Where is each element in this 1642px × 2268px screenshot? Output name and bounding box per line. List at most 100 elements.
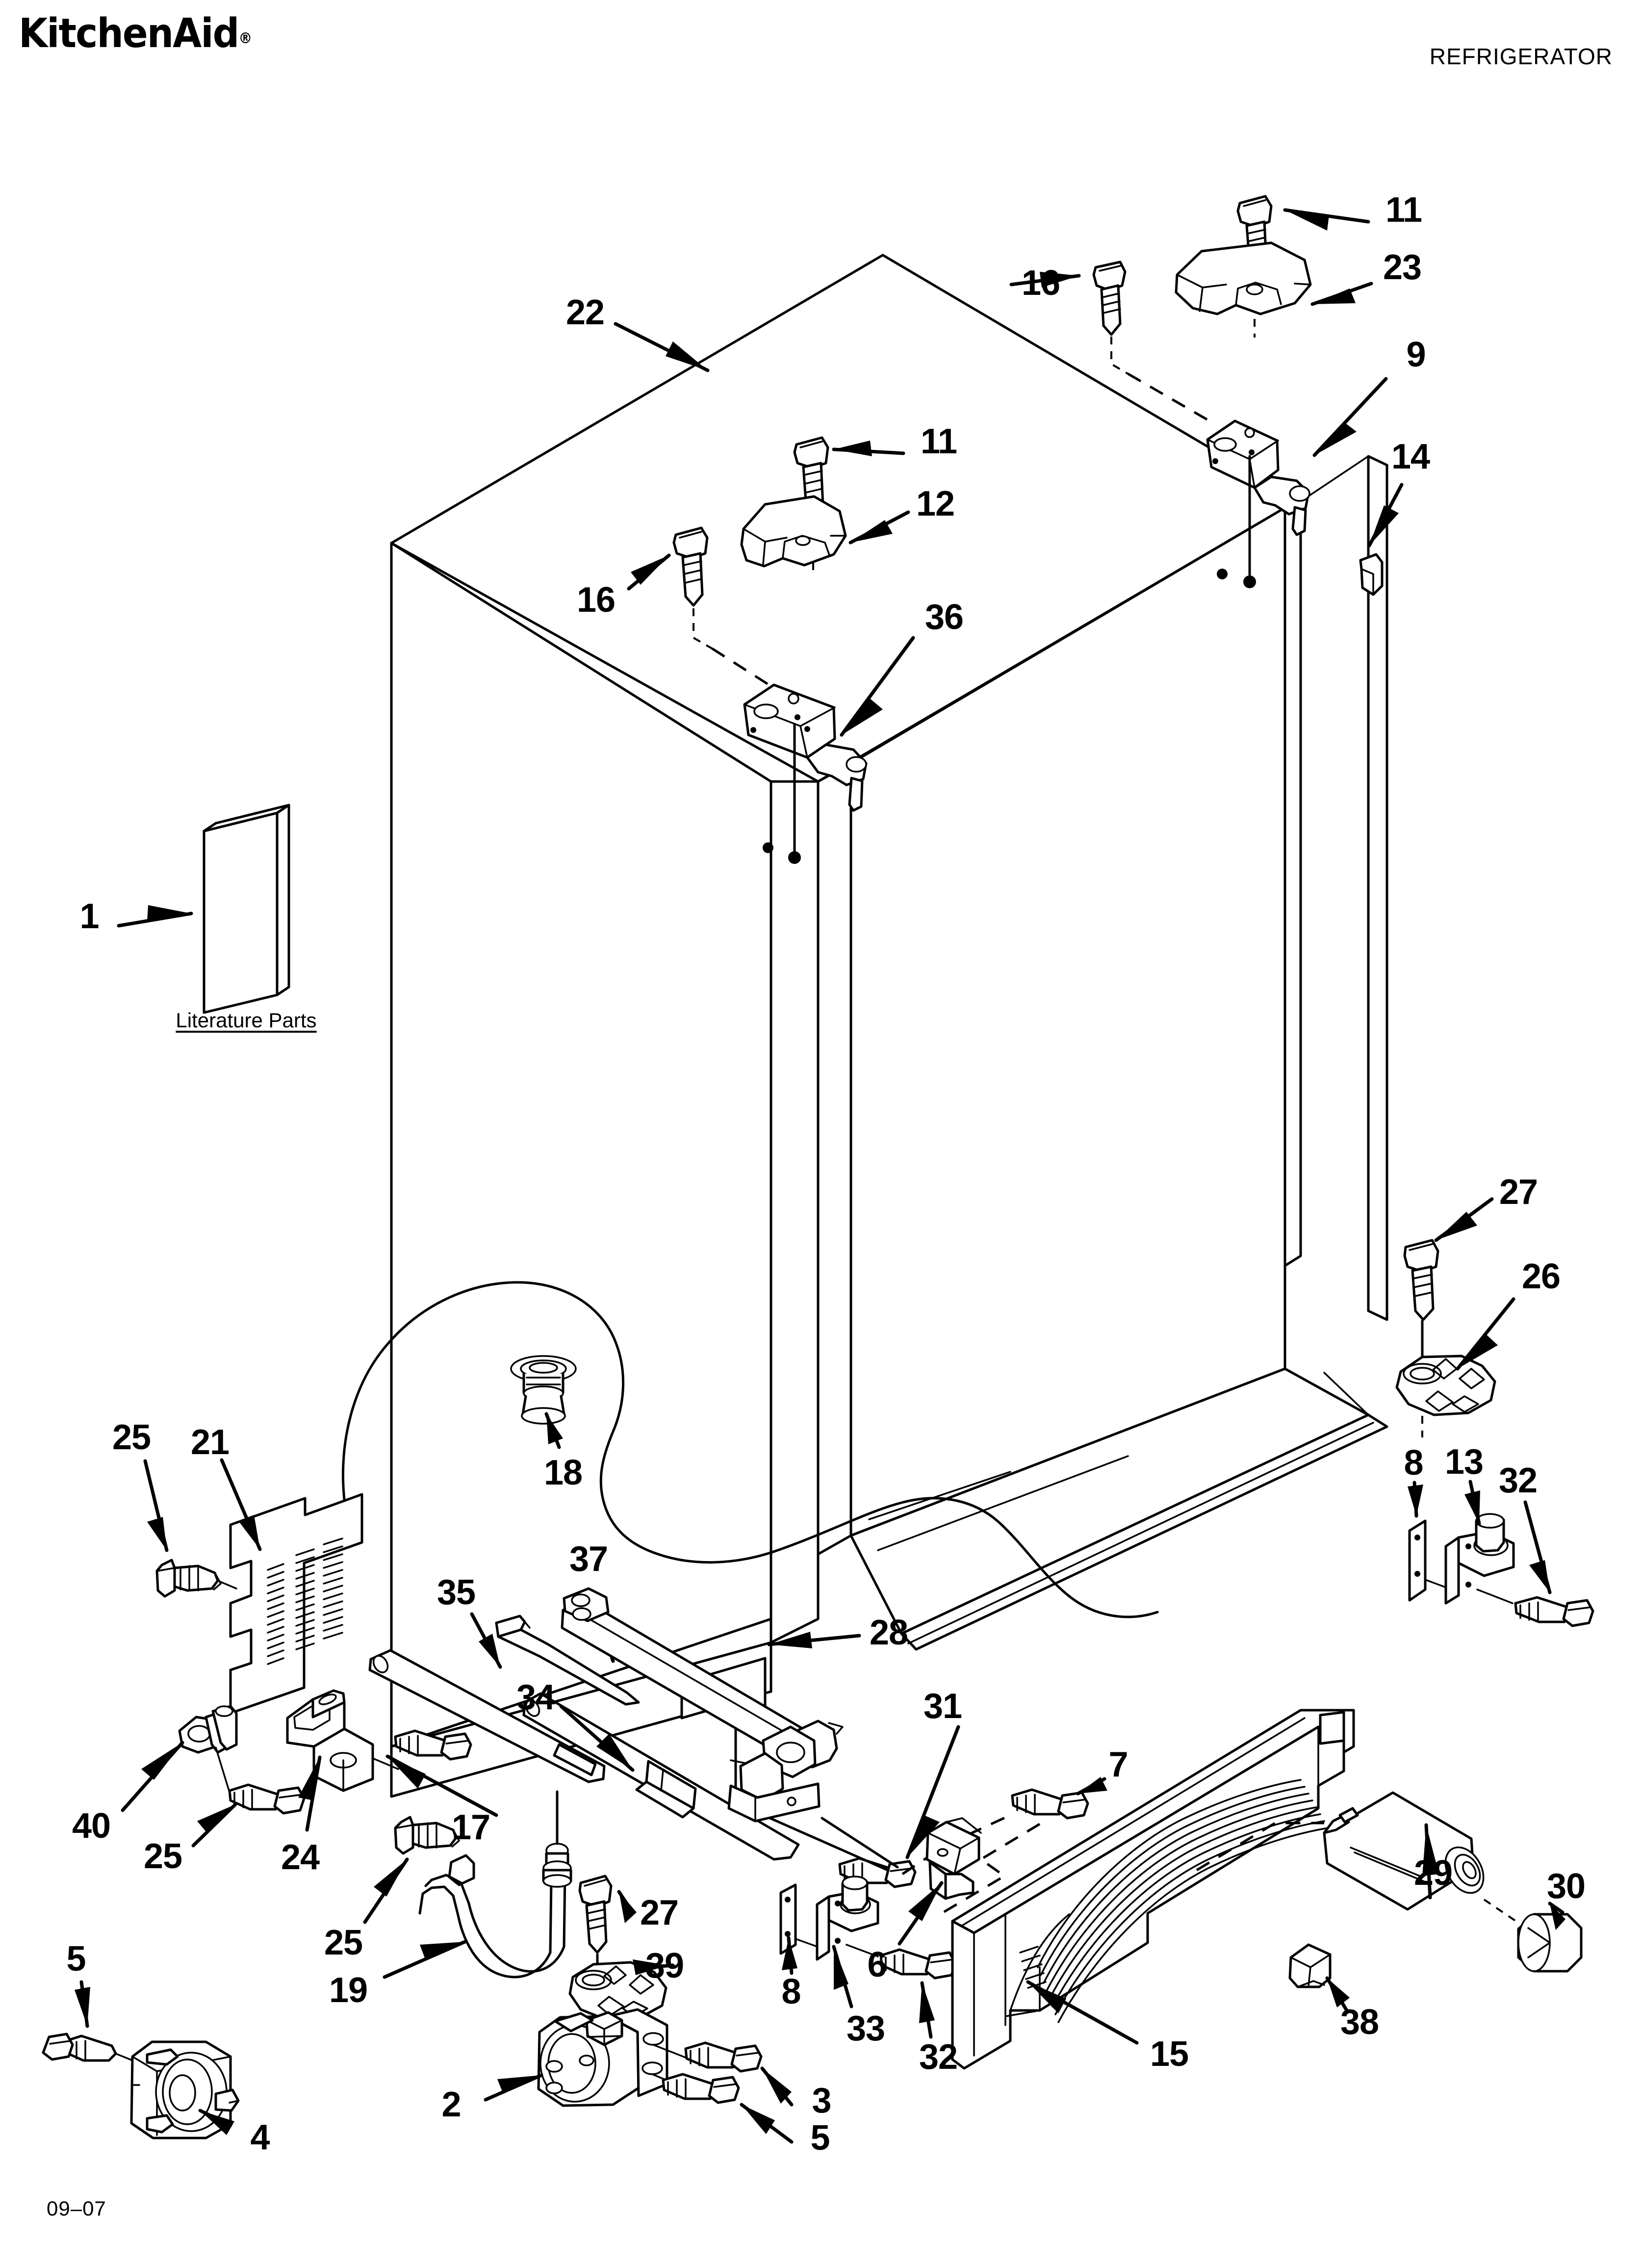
leader-31 <box>905 1725 960 1859</box>
callout-number-32: 32 <box>919 2037 958 2077</box>
part-32-screw-right <box>1514 1596 1594 1627</box>
leader-26 <box>1456 1297 1515 1371</box>
part-30-filter-cap <box>1517 1913 1583 1973</box>
part-16-screw-mid <box>672 526 709 607</box>
leader-27-bottom <box>617 1890 637 1923</box>
leader-18 <box>544 1412 563 1449</box>
assembly-route-b <box>941 1823 1041 1915</box>
callout-number-15: 15 <box>1150 2034 1189 2074</box>
registered-mark-icon: ® <box>238 30 252 47</box>
part-28-drain-trough <box>561 1587 844 1823</box>
assembly-axis-30 <box>1483 1899 1518 1923</box>
page-title: REFRIGERATOR <box>1429 44 1613 69</box>
leader-24 <box>298 1755 322 1832</box>
leader-19 <box>383 1940 467 1979</box>
part-25-screw-cover <box>155 1559 237 1598</box>
callout-number-28: 28 <box>869 1613 908 1652</box>
assembly-axis-31 <box>769 1817 889 1872</box>
callout-number-8: 8 <box>1404 1443 1423 1483</box>
part-32-screw-bottom <box>879 1948 957 1980</box>
leader-14 <box>1367 483 1404 547</box>
assembly-route-filter <box>1196 1822 1324 1872</box>
leader-11-mid <box>832 441 905 456</box>
leader-33 <box>832 1945 853 2008</box>
callout-number-16: 16 <box>576 580 616 620</box>
leader-32-right <box>1523 1500 1552 1594</box>
part-26-roller-bracket <box>1395 1355 1496 1416</box>
part-40-leveling-foot-bracket <box>178 1705 238 1754</box>
leader-40 <box>121 1741 184 1812</box>
leader-25-cover <box>143 1459 169 1552</box>
callout-number-35: 35 <box>436 1573 476 1612</box>
part-25-screw-wire <box>394 1816 460 1855</box>
part-18-grommet <box>510 1355 577 1425</box>
callout-number-29: 29 <box>1413 1853 1453 1893</box>
assembly-path-16-top <box>1110 337 1129 375</box>
leader-17 <box>385 1754 498 1817</box>
leader-6 <box>898 1881 944 1946</box>
leader-38 <box>1325 1976 1350 2012</box>
part-24-mounting-bracket <box>286 1689 399 1792</box>
callout-number-11: 11 <box>1385 190 1422 230</box>
part-16-screw-top-right <box>1092 261 1127 336</box>
callout-number-1: 1 <box>79 897 99 936</box>
part-8-mounting-plate-right <box>1408 1519 1453 1602</box>
callout-number-25: 25 <box>143 1837 182 1876</box>
leader-30 <box>1548 1902 1565 1930</box>
callout-number-4: 4 <box>250 2118 270 2157</box>
callout-number-16: 16 <box>1021 263 1060 303</box>
callout-number-27: 27 <box>640 1893 679 1932</box>
part-2-roller-bracket-assembly <box>537 2008 687 2107</box>
hinge-hole-mark <box>1243 575 1256 588</box>
callout-number-23: 23 <box>1383 248 1422 287</box>
part-25-screw-foot <box>215 1747 306 1815</box>
callout-number-12: 12 <box>916 484 955 523</box>
callout-number-6: 6 <box>867 1945 887 1984</box>
leader-23 <box>1310 282 1373 306</box>
leader-5-left <box>75 1980 90 2028</box>
part-13-roller-bracket-right <box>1444 1513 1515 1605</box>
assembly-axis-31b <box>821 1817 899 1869</box>
part-22-cabinet <box>390 254 1388 1798</box>
callout-number-34: 34 <box>516 1678 555 1717</box>
part-29-water-filter <box>1323 1791 1485 1911</box>
callout-number-25: 25 <box>112 1418 151 1457</box>
callout-number-13: 13 <box>1444 1442 1484 1482</box>
part-14-trim-plug <box>1359 553 1384 596</box>
part-3-screw <box>684 2041 763 2073</box>
leader-3 <box>760 2066 794 2107</box>
part-7-screw-grille <box>1011 1788 1089 1820</box>
leader-13 <box>1464 1480 1481 1526</box>
part-1-literature-booklet <box>203 804 290 1014</box>
part-23-hinge-cover <box>1175 241 1312 315</box>
leader-12 <box>848 510 910 545</box>
part-9-top-hinge <box>1206 419 1310 536</box>
assembly-path-16-mid-b <box>711 647 770 686</box>
part-5-screw-left <box>42 2033 148 2067</box>
callout-number-18: 18 <box>543 1453 583 1492</box>
hinge-hole-mark-2 <box>1217 569 1228 579</box>
callout-number-24: 24 <box>281 1838 320 1877</box>
callout-number-39: 39 <box>645 1946 684 1985</box>
hinge-hole-mark-4 <box>763 842 773 853</box>
hinge-hole-mark-3 <box>788 851 801 864</box>
callout-number-22: 22 <box>565 293 605 332</box>
literature-parts-label: Literature Parts <box>176 1009 317 1032</box>
part-15-base-grille <box>951 1709 1355 2070</box>
callout-number-31: 31 <box>923 1687 962 1726</box>
leader-8-bottom <box>782 1936 797 1975</box>
leader-27-right <box>1434 1197 1494 1242</box>
callout-number-32: 32 <box>1498 1461 1538 1500</box>
callout-number-14: 14 <box>1391 437 1430 476</box>
leader-29 <box>1422 1823 1439 1900</box>
assembly-path-16b <box>1127 372 1217 426</box>
callout-number-36: 36 <box>924 598 964 637</box>
callout-number-9: 9 <box>1406 335 1426 374</box>
callout-number-21: 21 <box>190 1423 230 1462</box>
part-27-screw-bottom <box>578 1875 613 1954</box>
brand-wordmark: KitchenAid <box>19 10 239 57</box>
leader-21 <box>220 1458 262 1551</box>
leader-22 <box>614 322 710 372</box>
